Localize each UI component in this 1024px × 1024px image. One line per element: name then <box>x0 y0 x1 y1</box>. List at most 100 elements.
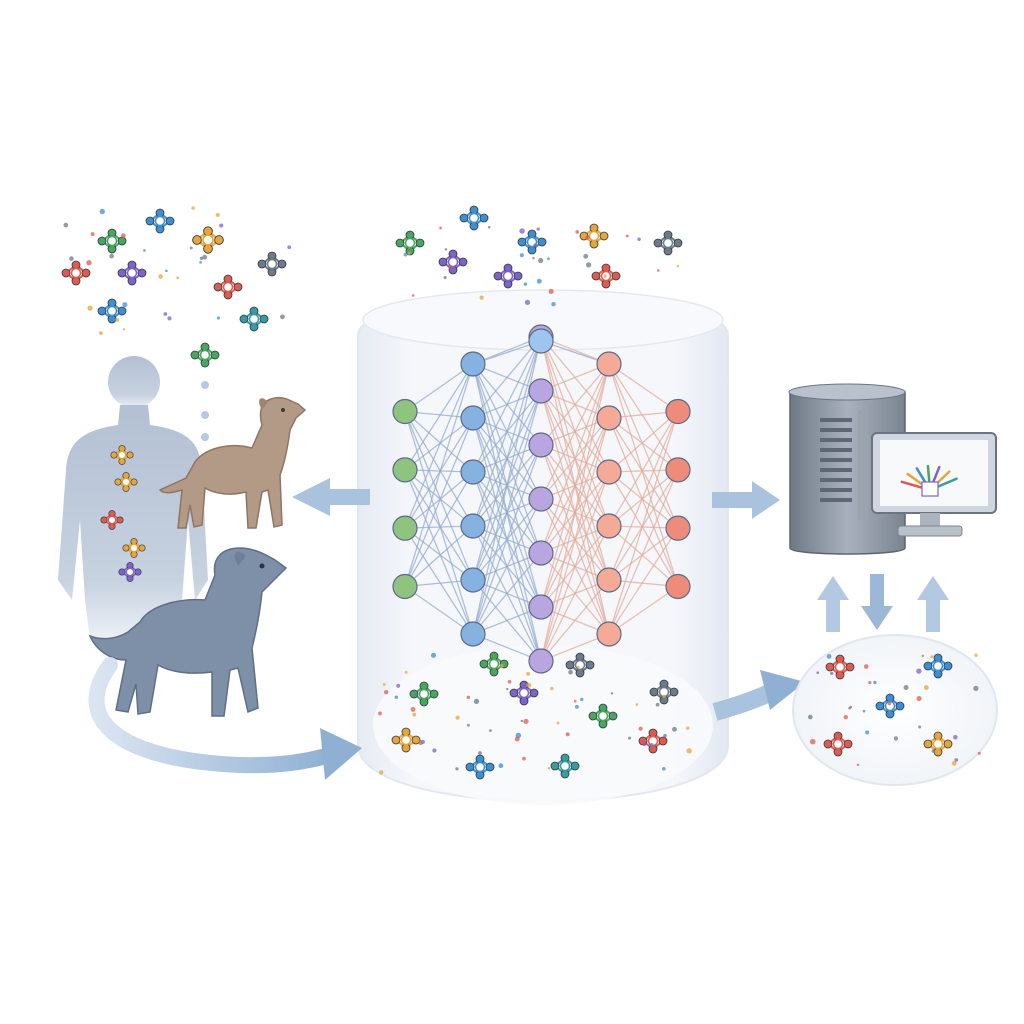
particle <box>863 664 869 669</box>
molecule-icon <box>192 226 224 254</box>
particle <box>87 305 93 311</box>
molecule-icon <box>825 654 855 680</box>
dog-icon <box>88 547 288 717</box>
network-node <box>460 513 486 539</box>
particle <box>662 694 666 698</box>
network-node <box>665 515 691 541</box>
particle <box>520 719 524 723</box>
particle <box>526 671 531 676</box>
human-silhouette-icon <box>58 356 208 640</box>
particle <box>916 668 922 674</box>
particle <box>109 253 114 259</box>
network-edge <box>472 336 542 527</box>
network-edge <box>472 390 542 635</box>
particle <box>565 732 570 737</box>
particle <box>473 698 480 705</box>
network-edge <box>608 585 679 635</box>
network-edge <box>404 417 474 587</box>
molecule-icon <box>649 679 679 705</box>
network-edge <box>608 363 679 587</box>
particle <box>498 763 504 769</box>
particle <box>610 692 614 695</box>
network-node <box>596 459 622 485</box>
particle <box>663 733 667 738</box>
particle <box>642 742 647 747</box>
molecule-icon <box>823 731 853 757</box>
network-node <box>392 457 418 483</box>
network-edge <box>608 417 679 529</box>
network-node <box>528 432 554 458</box>
particle <box>556 721 560 725</box>
network-node <box>392 515 418 541</box>
molecule-icon <box>509 680 539 706</box>
particle <box>685 726 690 730</box>
molecule-icon <box>479 651 509 677</box>
particle <box>403 252 408 257</box>
particle <box>862 709 866 713</box>
network-edge <box>608 469 679 635</box>
particle <box>548 288 554 295</box>
molecule-icon <box>97 228 127 254</box>
network-edge <box>404 411 474 473</box>
network-edge <box>608 525 679 587</box>
particle <box>524 299 531 305</box>
network-edge <box>540 525 610 662</box>
vent-slot <box>820 458 852 462</box>
screen-box <box>921 481 939 497</box>
particle <box>201 433 209 441</box>
particle <box>918 725 922 729</box>
network-edge <box>608 363 679 413</box>
particle <box>143 249 146 252</box>
particle <box>394 695 399 699</box>
arrow-to-dish <box>712 670 805 721</box>
vertical-arrows <box>817 574 949 632</box>
particle <box>953 734 958 740</box>
neural-network <box>392 324 691 674</box>
particle <box>536 227 540 231</box>
molecule-icon <box>61 260 91 286</box>
molecule-icon <box>579 223 609 249</box>
molecule-icon <box>97 298 127 324</box>
network-edge <box>404 471 474 529</box>
molecule-icon <box>117 260 147 286</box>
molecule-icon <box>391 727 421 753</box>
particle <box>977 751 981 755</box>
particle <box>574 704 579 709</box>
network-node <box>596 351 622 377</box>
vent-slot <box>820 498 852 502</box>
particle <box>676 264 680 268</box>
particle <box>280 314 285 320</box>
tower-panel <box>858 410 868 520</box>
particle <box>98 331 103 336</box>
network-node <box>392 398 418 425</box>
particle <box>547 766 551 770</box>
particle <box>414 693 418 696</box>
network-edge <box>608 417 679 471</box>
particle <box>635 703 639 706</box>
particle <box>507 679 512 684</box>
particle <box>625 234 629 238</box>
network-edge <box>472 444 542 635</box>
molecule-icon <box>653 230 683 256</box>
network-node <box>392 573 418 600</box>
vent-slot <box>820 448 852 452</box>
particle <box>532 256 535 260</box>
network-edge <box>608 471 679 587</box>
particle <box>514 736 520 742</box>
particle <box>478 751 482 755</box>
network-edge <box>404 471 474 587</box>
particle <box>921 654 925 658</box>
particle <box>830 671 834 676</box>
network-node <box>665 573 691 600</box>
particle <box>199 261 202 264</box>
network-edge <box>472 498 542 635</box>
network-edge <box>404 411 474 635</box>
particle <box>931 749 936 753</box>
particle <box>410 707 416 712</box>
molecule-icon <box>213 274 243 300</box>
particle <box>69 256 74 261</box>
particle <box>201 411 209 419</box>
network-node <box>528 378 554 404</box>
